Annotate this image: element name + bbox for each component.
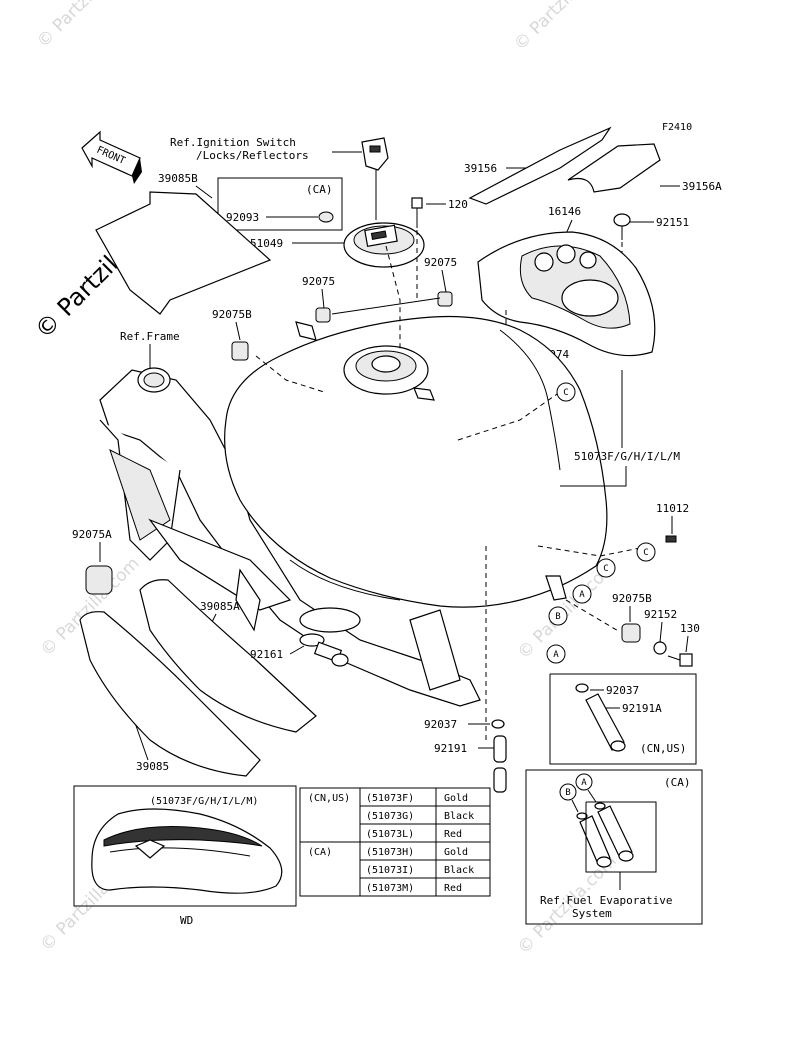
hose-icon <box>585 693 626 752</box>
ref-ignition-label-2: /Locks/Reflectors <box>196 149 309 162</box>
screw-icon <box>613 213 631 240</box>
table-region: (CN,US) <box>308 793 350 804</box>
table-color: Black <box>444 865 474 876</box>
grommet-92075-icon <box>315 307 331 323</box>
ca-fuel-box <box>525 769 703 925</box>
table-color: Red <box>444 883 462 894</box>
part-11012: 11012 <box>656 502 689 515</box>
part-92093: 92093 <box>226 211 259 224</box>
wd-label: WD <box>180 914 193 927</box>
table-color: Black <box>444 811 474 822</box>
circle-a: A <box>579 590 585 600</box>
pad-39085b-icon <box>95 191 272 315</box>
ignition-key-icon <box>361 137 389 171</box>
part-130: 130 <box>680 622 700 635</box>
grommet-icon <box>318 211 334 223</box>
part-39085: 39085 <box>136 760 169 773</box>
circle-a: A <box>553 650 559 660</box>
color-table: (CN,US) (51073F) Gold (51073G) Black (51… <box>299 787 491 897</box>
grommet-92075b-right-icon <box>621 623 641 643</box>
part-92075A: 92075A <box>72 528 112 541</box>
table-part: (51073L) <box>366 829 414 840</box>
part-51049: 51049 <box>250 237 283 250</box>
part-39156: 39156 <box>464 162 497 175</box>
table-region: (CA) <box>308 847 332 858</box>
cn-us-label: (CN,US) <box>640 742 686 755</box>
part-39085B: 39085B <box>158 172 198 185</box>
wd-box <box>73 785 297 907</box>
frame-icon <box>99 367 481 707</box>
hose-left-icon <box>493 735 507 793</box>
part-92151: 92151 <box>656 216 689 229</box>
part-92037: 92037 <box>606 684 639 697</box>
clamp-ca-icon <box>594 802 606 810</box>
grommet-92075-top-icon <box>437 291 453 307</box>
bolt-icon <box>411 197 423 228</box>
clamp-ca-icon <box>576 812 588 820</box>
front-arrow-icon: FRONT <box>81 130 142 184</box>
ca-label: (CA) <box>306 183 333 196</box>
part-92161: 92161 <box>250 648 283 661</box>
table-color: Gold <box>444 793 468 804</box>
part-120: 120 <box>448 198 468 211</box>
trim-39156-icon <box>468 126 612 205</box>
part-92075-top: 92075 <box>424 256 457 269</box>
fuel-tank-icon <box>224 315 608 608</box>
part-92152: 92152 <box>644 608 677 621</box>
table-color: Gold <box>444 847 468 858</box>
damper-icon <box>299 633 349 667</box>
table-part: (51073G) <box>366 811 414 822</box>
circle-b: B <box>555 612 560 622</box>
meter-cover-icon <box>477 231 656 357</box>
table-color: Red <box>444 829 462 840</box>
wd-part-label: (51073F/G/H/I/L/M) <box>150 796 258 807</box>
part-92075: 92075 <box>302 275 335 288</box>
grommet-92075b-icon <box>231 341 249 361</box>
ca-box-92093 <box>217 177 343 231</box>
ref-frame-label: Ref.Frame <box>120 330 180 343</box>
part-92075B-right: 92075B <box>612 592 652 605</box>
hose-ca-icon <box>579 805 634 868</box>
part-51073: 51073F/G/H/I/L/M <box>574 450 680 463</box>
part-39085A: 39085A <box>200 600 240 613</box>
part-92191: 92191 <box>434 742 467 755</box>
table-part: (51073M) <box>366 883 414 894</box>
table-part: (51073H) <box>366 847 414 858</box>
watermark: © Partzilla.com <box>33 0 140 52</box>
trim-39156a-icon <box>567 143 661 193</box>
circle-c: C <box>643 548 648 558</box>
part-39156A: 39156A <box>682 180 722 193</box>
circle-a: A <box>581 778 587 788</box>
part-92075B: 92075B <box>212 308 252 321</box>
wd-tank-icon <box>91 808 283 894</box>
ref-ignition-label: Ref.Ignition Switch <box>170 136 296 149</box>
part-92037-left: 92037 <box>424 718 457 731</box>
ref-fuel-label-2: System <box>572 907 612 920</box>
circle-c: C <box>563 388 568 398</box>
pad-39085a-icon <box>139 579 317 733</box>
part-16146: 16146 <box>548 205 581 218</box>
gasket-icon <box>665 535 677 543</box>
clamp-left-icon <box>491 719 505 729</box>
grommet-92075a-icon <box>85 565 113 595</box>
table-part: (51073I) <box>366 865 414 876</box>
watermark: © Partzilla.com <box>510 0 617 55</box>
ca-box-label: (CA) <box>664 776 691 789</box>
table-part: (51073F) <box>366 793 414 804</box>
part-92191A: 92191A <box>622 702 662 715</box>
bolt-130-icon <box>667 653 693 667</box>
clamp-icon <box>575 683 589 693</box>
washer-icon <box>653 641 667 655</box>
circle-c: C <box>603 564 608 574</box>
pad-39085-icon <box>79 611 261 777</box>
circle-b: B <box>565 788 570 798</box>
diagram-code: F2410 <box>662 122 692 133</box>
ref-fuel-label: Ref.Fuel Evaporative <box>540 894 672 907</box>
fuel-cap-icon <box>343 222 425 268</box>
